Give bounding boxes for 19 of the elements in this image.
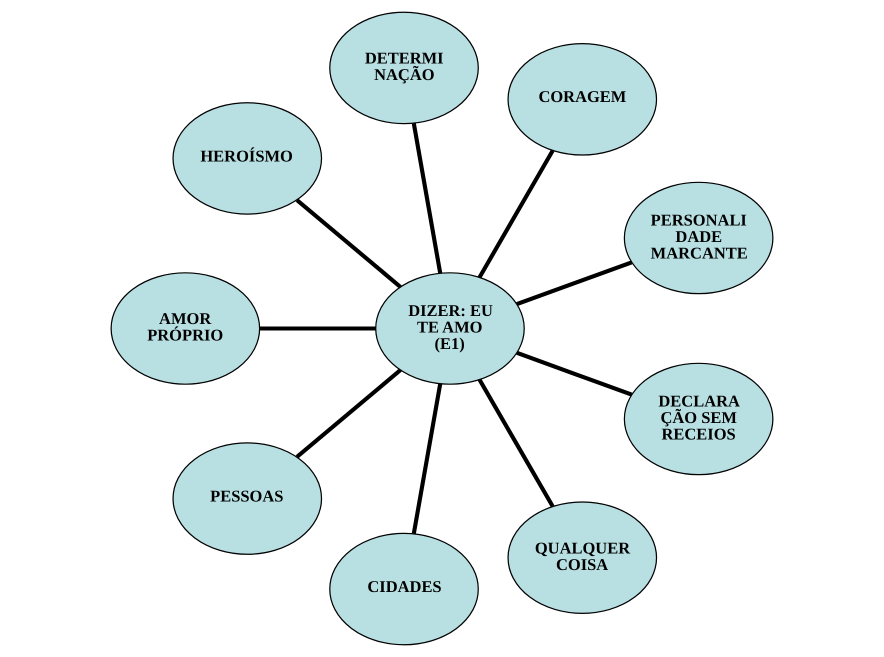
node-ellipse: CORAGEM (507, 43, 658, 156)
connector (516, 350, 632, 397)
connector (296, 198, 402, 288)
connector (412, 123, 442, 274)
connector (478, 150, 554, 278)
connector (260, 326, 376, 331)
node-ellipse: PERSONALI DADE MARCANTE (624, 182, 774, 294)
connector (412, 383, 442, 534)
node-ellipse: HEROÍSMO (172, 102, 322, 215)
node-ellipse: DIZER: EU TE AMO (E1) (375, 272, 525, 385)
node-ellipse: PESSOAS (172, 442, 322, 555)
connector (478, 378, 554, 508)
node-ellipse: DECLARA ÇÃO SEM RECEIOS (624, 362, 774, 476)
node-ellipse: DETERMI NAÇÃO (329, 12, 479, 124)
connector (296, 368, 402, 458)
node-ellipse: CIDADES (329, 532, 479, 646)
node-ellipse: AMOR PRÓPRIO (110, 272, 260, 385)
node-ellipse: QUALQUER COISA (507, 501, 658, 614)
connector (516, 260, 632, 306)
